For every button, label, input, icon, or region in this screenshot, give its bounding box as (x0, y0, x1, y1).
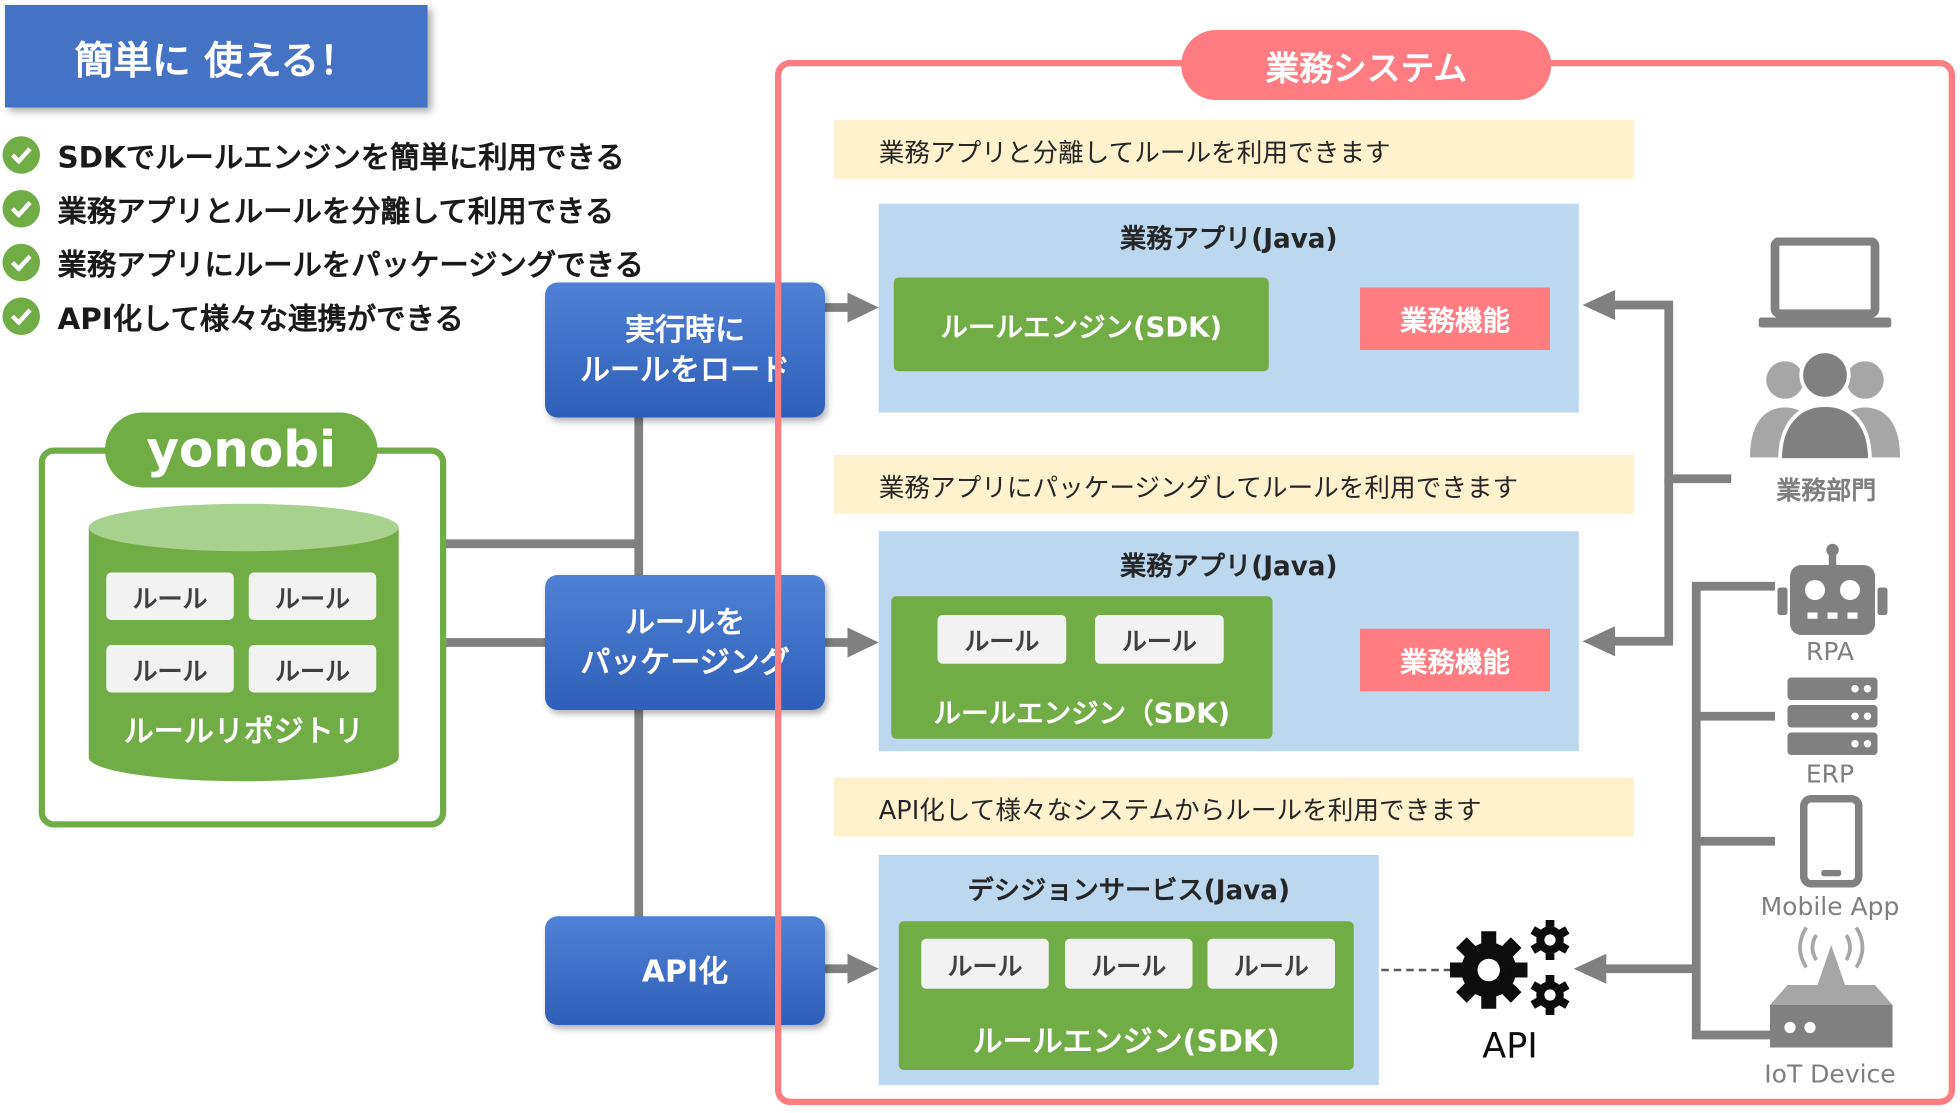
arrow-from-dept-2 (1582, 626, 1615, 657)
check-icon (2, 189, 40, 227)
section2-banner: 業務アプリにパッケージングしてルールを利用できます (833, 455, 1634, 514)
feature-item: 業務アプリにルールをパッケージングできる (2, 235, 644, 289)
rule-chip: ルール (937, 615, 1067, 664)
rule-engine-sdk-2-label: ルールエンジン（SDK) (933, 698, 1231, 730)
business-system-title: 業務システム (1181, 30, 1552, 100)
rule-chip: ルール (1207, 938, 1335, 989)
erp-label: ERP (1805, 758, 1855, 789)
app2-title: 業務アプリ(Java) (1119, 551, 1338, 582)
arrow-to-app1 (847, 292, 879, 323)
section1-banner: 業務アプリと分離してルールを利用できます (833, 120, 1634, 179)
check-icon (2, 243, 40, 281)
rule-chip: ルール (1095, 615, 1224, 664)
feature-item: API化して様々な連携ができる (2, 289, 644, 343)
rule-chip: ルール (248, 572, 377, 620)
iot-device-label: IoT Device (1764, 1058, 1896, 1089)
feature-list: SDKでルールエンジンを簡単に利用できる 業務アプリとルールを分離して利用できる… (2, 128, 644, 343)
rule-engine-sdk-3-label: ルールエンジン(SDK) (972, 1023, 1280, 1059)
check-icon (2, 296, 40, 335)
arrow-from-dept-1 (1582, 290, 1615, 320)
server-icon (1787, 677, 1878, 755)
yonobi-brand: yonobi (105, 412, 378, 488)
rule-chip: ルール (921, 938, 1049, 989)
feature-text: SDKでルールエンジンを簡単に利用できる (57, 139, 625, 175)
repository-label: ルールリポジトリ (123, 713, 364, 749)
clients-bus-line (1691, 581, 1775, 1040)
button-line: パッケージング (580, 645, 790, 680)
section3-banner: API化して様々なシステムからルールを利用できます (833, 777, 1634, 837)
feature-text: 業務アプリとルールを分離して利用できる (57, 193, 615, 229)
button-line: ルールをロード (580, 352, 790, 388)
dept-to-app1-line (1612, 300, 1732, 484)
business-function-2: 業務機能 (1360, 628, 1550, 692)
mobile-phone-icon (1800, 795, 1863, 888)
decision-service-title: デシジョンサービス(Java) (967, 875, 1291, 905)
business-function-1: 業務機能 (1360, 287, 1550, 350)
laptop-icon (1758, 237, 1892, 328)
app1-title: 業務アプリ(Java) (1119, 223, 1338, 254)
rule-chip: ルール (106, 572, 234, 620)
rule-chip: ルール (106, 645, 234, 693)
arrow-to-api (1573, 953, 1607, 984)
feature-text: 業務アプリにルールをパッケージングできる (57, 246, 644, 282)
feature-text: API化して様々な連携ができる (57, 300, 464, 336)
dept-to-app2-line (1612, 478, 1674, 646)
iot-device-icon (1770, 926, 1893, 1048)
mobile-app-label: Mobile App (1760, 891, 1900, 922)
button-line: 実行時に (625, 312, 745, 348)
api-label: API (1482, 1024, 1538, 1066)
department-label: 業務部門 (1776, 474, 1877, 505)
arrow-to-app2 (847, 627, 879, 658)
arrow-to-service (847, 953, 879, 984)
check-icon (2, 135, 40, 174)
users-group-icon (1750, 349, 1900, 460)
robot-icon (1777, 543, 1888, 635)
feature-item: 業務アプリとルールを分離して利用できる (2, 181, 644, 235)
feature-item: SDKでルールエンジンを簡単に利用できる (2, 128, 644, 182)
rule-chip: ルール (1065, 938, 1193, 989)
title-badge: 簡単に 使える！ (5, 5, 428, 108)
gear-icon (1450, 920, 1570, 1015)
rpa-label: RPA (1806, 636, 1854, 667)
button-line: ルールを (625, 605, 745, 640)
rule-engine-sdk-1: ルールエンジン(SDK) (893, 277, 1269, 372)
rule-chip: ルール (248, 645, 377, 693)
